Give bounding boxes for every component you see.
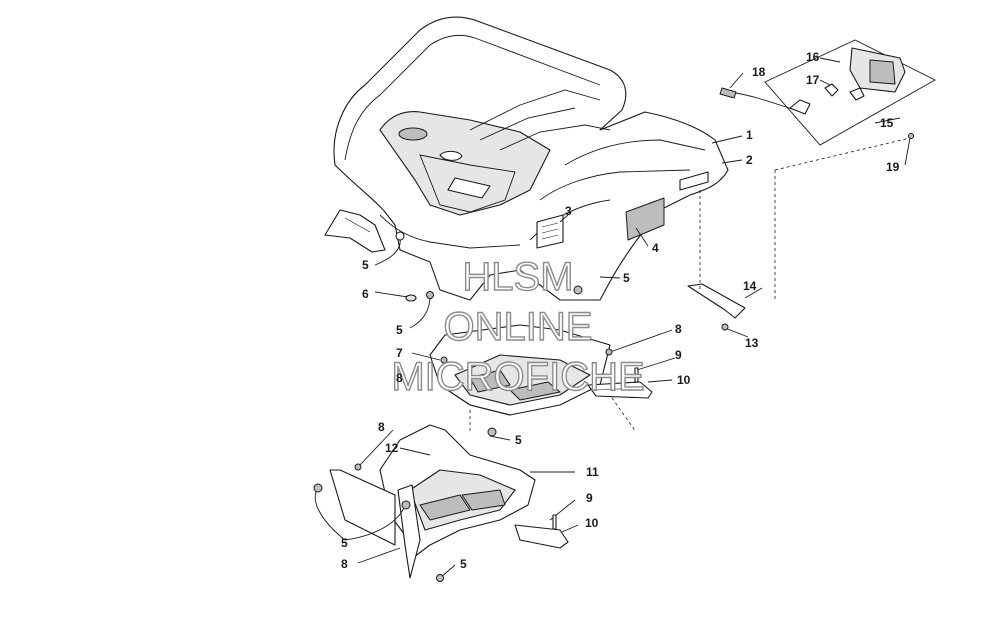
callout-14: 14 <box>743 279 757 293</box>
callout-16: 16 <box>806 50 820 64</box>
fasteners <box>313 133 914 582</box>
callout-5-left-upper: 5 <box>362 258 369 272</box>
callout-5-left-mid: 5 <box>396 323 403 337</box>
callout-3: 3 <box>565 204 572 218</box>
callout-15: 15 <box>880 116 894 130</box>
callout-8-lower-left: 8 <box>378 420 385 434</box>
callout-17: 17 <box>806 73 820 87</box>
callout-5-center: 5 <box>515 433 522 447</box>
callout-5-right-upper: 5 <box>623 271 630 285</box>
upper-footwell <box>429 324 637 433</box>
callout-19: 19 <box>886 160 900 174</box>
callout-10-lower: 10 <box>585 516 599 530</box>
callout-11: 11 <box>586 465 599 479</box>
callout-8-upper: 8 <box>675 322 682 336</box>
taillight-assembly <box>719 39 936 146</box>
callout-18: 18 <box>752 65 766 79</box>
callout-13: 13 <box>745 336 759 350</box>
callout-8-bottom: 8 <box>341 557 348 571</box>
callout-9-lower: 9 <box>586 491 593 505</box>
footrest-bracket-lower <box>514 524 569 549</box>
footrest-bracket-upper <box>587 381 653 399</box>
callout-4: 4 <box>652 241 659 255</box>
watermark-line-1: HLSM <box>462 255 573 299</box>
callout-8-mid: 8 <box>396 371 403 385</box>
watermark-line-3: MICROFICHE <box>391 355 644 399</box>
rear-fender-body <box>324 16 729 301</box>
callout-9-upper: 9 <box>675 348 682 362</box>
lower-footwell <box>329 424 536 579</box>
callout-1: 1 <box>746 128 753 142</box>
callout-7: 7 <box>396 346 403 360</box>
callout-5-bottom: 5 <box>460 557 467 571</box>
watermark-line-2: ONLINE <box>444 305 593 349</box>
callout-6: 6 <box>362 287 369 301</box>
callout-12: 12 <box>385 441 399 455</box>
callout-5-lower-left: 5 <box>341 536 348 550</box>
callout-10-upper: 10 <box>677 373 691 387</box>
callout-2: 2 <box>746 153 753 167</box>
taillight-bracket <box>687 137 911 319</box>
callout-labels: 1 2 3 4 5 5 5 5 5 5 6 7 8 8 8 8 9 9 10 1… <box>341 50 900 571</box>
watermark: HLSM ONLINE MICROFICHE <box>391 254 646 399</box>
leader-lines <box>314 57 911 579</box>
